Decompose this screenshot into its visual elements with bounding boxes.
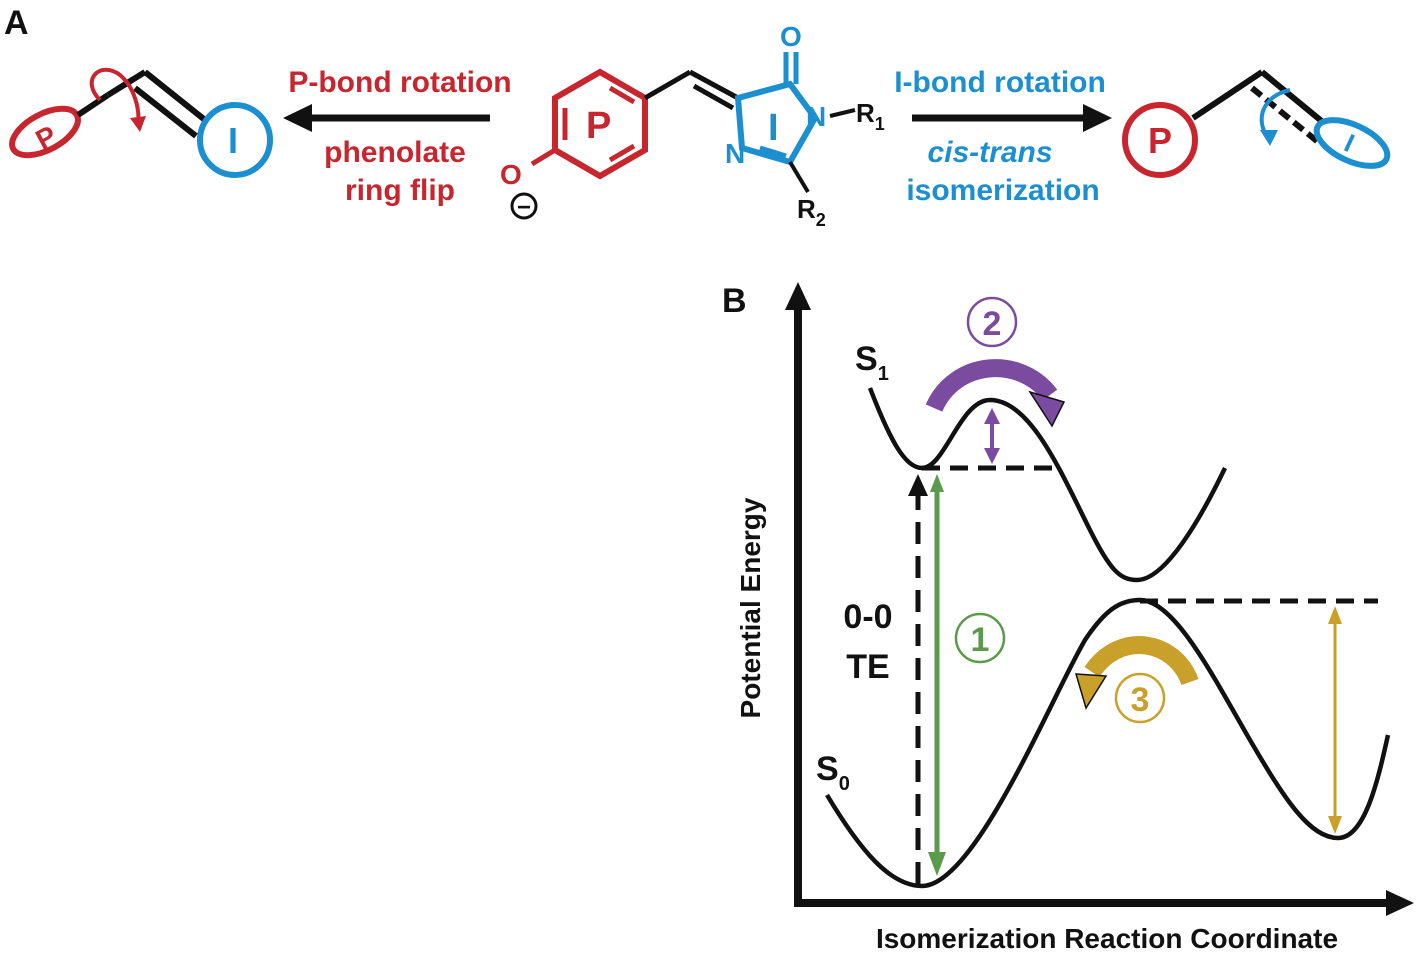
rotation-arrow-red [89, 67, 141, 126]
p-ring-rotated [9, 105, 81, 159]
s1-label: S1 [855, 340, 889, 385]
step-3-label: 3 [1131, 681, 1150, 719]
ring-p-label: P [586, 105, 611, 147]
negative-charge [510, 192, 538, 220]
panel-a-label: A [4, 4, 29, 42]
s1-isomerization-curved-arrow [925, 359, 1058, 413]
r1-label: R1 [856, 98, 885, 134]
right-arrow-text-1: I-bond rotation [894, 66, 1106, 99]
i-ring-rotated [1313, 117, 1391, 169]
right-product-structure: P I [1122, 69, 1391, 178]
step-1-label: 1 [971, 621, 990, 659]
right-arrow-text-2: cis-trans [927, 136, 1052, 169]
step-2-circle [966, 296, 1018, 348]
left-product-structure: P I [9, 67, 273, 178]
n1-atom: N [806, 101, 826, 132]
s0-curve [825, 597, 1391, 889]
left-arrow-text-2: phenolate [324, 136, 466, 169]
phenolate-oxygen: O [500, 159, 522, 190]
s0-back-isomerization-curved-arrow [1084, 636, 1199, 686]
carbonyl-oxygen: O [780, 21, 802, 52]
central-chromophore: P O − I O N N R1 R2 [500, 21, 885, 230]
i-ring-left [197, 102, 273, 178]
n2-atom: N [725, 138, 745, 169]
te-label-line1: 0-0 [843, 598, 892, 636]
step-1-circle [954, 612, 1006, 664]
p-ring-right [1122, 102, 1198, 178]
s1-curve [867, 387, 1228, 583]
imidazolinone-ring [734, 80, 819, 166]
y-axis-label: Potential Energy [735, 497, 766, 718]
i-ring-left-label: I [228, 120, 238, 161]
left-arrow-text-3: ring flip [345, 174, 455, 207]
te-label-line2: TE [846, 648, 889, 686]
s0-label: S0 [816, 750, 850, 795]
charge-sign: − [517, 194, 531, 221]
p-ring-rotated-label: P [31, 120, 62, 156]
ring-i-label: I [768, 107, 779, 149]
left-arrow-text-1: P-bond rotation [288, 66, 511, 99]
panel-b-label: B [722, 282, 747, 320]
step-3-circle [1114, 672, 1166, 724]
x-axis-label: Isomerization Reaction Coordinate [876, 923, 1338, 954]
right-arrow-text-3: isomerization [906, 174, 1099, 207]
step-2-label: 2 [983, 305, 1002, 343]
p-ring-right-label: P [1148, 120, 1172, 161]
r2-label: R2 [797, 194, 826, 230]
